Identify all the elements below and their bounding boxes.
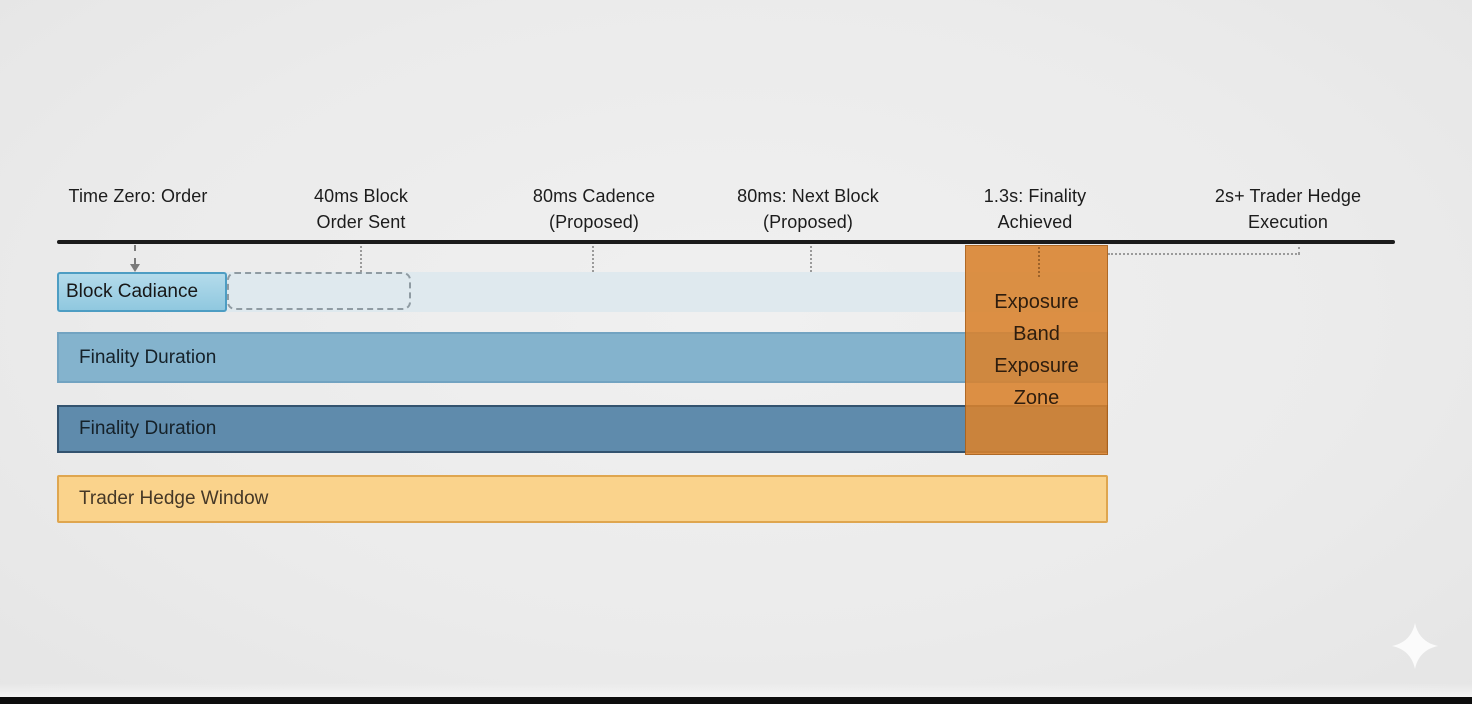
marker-line2: (Proposed): [548, 212, 640, 232]
exposure-line4: Zone: [1013, 387, 1060, 409]
exposure-line2: Band: [1013, 323, 1060, 345]
trader-hedge-window-label: Trader Hedge Window: [79, 488, 269, 509]
trader-hedge-window-bar: Trader Hedge Window: [57, 475, 1108, 523]
exposure-zone-overlay: Exposure Band Exposure Zone: [965, 245, 1108, 455]
marker-line1: 40ms Block: [313, 186, 409, 206]
marker-line1: 1.3s: Finality: [983, 186, 1087, 206]
time-zero-arrow-line: [134, 245, 136, 264]
block-cadence-dashed-extension: [227, 272, 411, 310]
hedge-execution-connector: [1108, 253, 1300, 255]
marker-80ms-next-block: 80ms: Next Block (Proposed): [688, 183, 928, 235]
marker-line1: 2s+ Trader Hedge: [1214, 186, 1362, 206]
marker-line2: Execution: [1248, 212, 1328, 232]
block-cadence-bar: Block Cadiance: [57, 272, 227, 312]
marker-line1: 80ms: Next Block: [737, 186, 879, 206]
tick-80ms-cadence: [592, 246, 594, 272]
timeline-axis-line: [57, 240, 1395, 244]
marker-hedge-execution: 2s+ Trader Hedge Execution: [1168, 183, 1408, 235]
exposure-line3: Exposure: [994, 355, 1079, 377]
marker-finality-achieved: 1.3s: Finality Achieved: [915, 183, 1155, 235]
finality-duration-bar-lower: Finality Duration: [57, 405, 1108, 453]
marker-line2: Order Sent: [316, 212, 406, 232]
bottom-black-bar: [0, 697, 1472, 704]
sparkle-icon: [1392, 623, 1438, 669]
marker-80ms-cadence: 80ms Cadence (Proposed): [474, 183, 714, 235]
hedge-execution-connector-tick: [1298, 247, 1300, 254]
block-cadence-label: Block Cadiance: [66, 281, 199, 302]
finality-duration-label: Finality Duration: [79, 346, 217, 368]
bottom-fade: [0, 683, 1472, 697]
marker-time-zero: Time Zero: Order: [18, 183, 258, 209]
marker-40ms: 40ms Block Order Sent: [241, 183, 481, 235]
marker-line2: (Proposed): [762, 212, 854, 232]
exposure-line1: Exposure: [994, 291, 1079, 313]
finality-duration-bar-upper: Finality Duration: [57, 332, 1108, 383]
marker-line1: Time Zero: Order: [68, 186, 208, 206]
marker-line2: Achieved: [997, 212, 1073, 232]
tick-finality-achieved: [1038, 247, 1040, 277]
time-zero-arrowhead-icon: [130, 264, 140, 272]
finality-duration-label: Finality Duration: [79, 418, 217, 439]
marker-line1: 80ms Cadence: [532, 186, 656, 206]
tick-40ms: [360, 246, 362, 272]
tick-80ms-next-block: [810, 246, 812, 272]
